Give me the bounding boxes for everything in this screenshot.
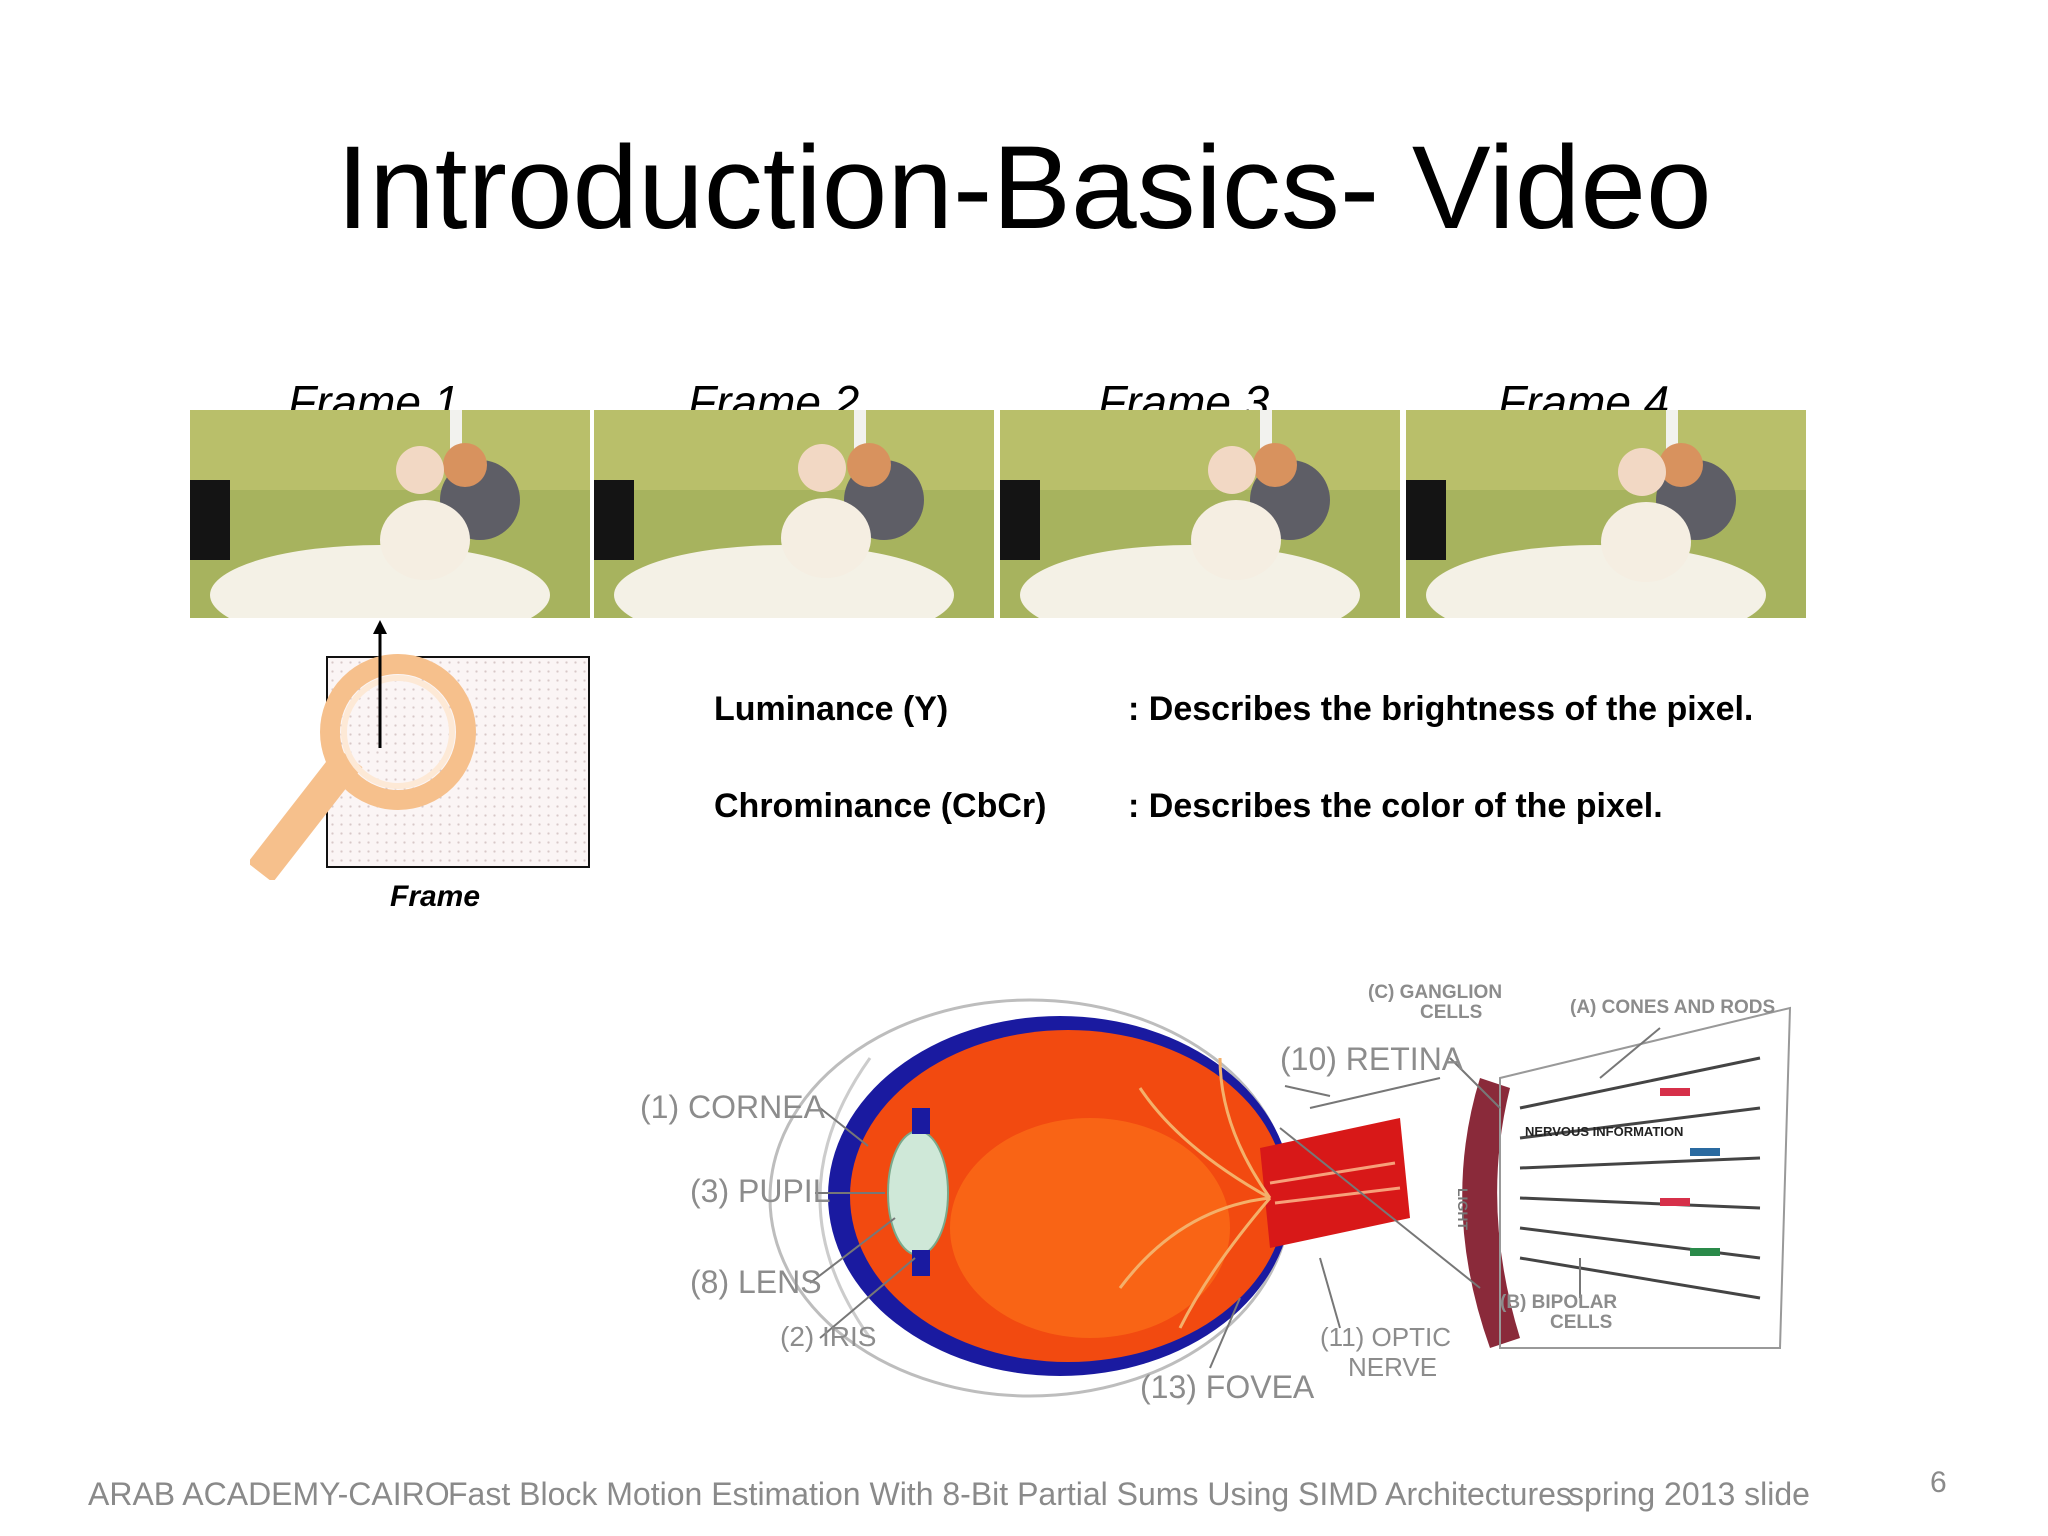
- footer-paper-title: Fast Block Motion Estimation With 8-Bit …: [448, 1476, 1572, 1512]
- optic-nerve-label-1: (11) OPTIC: [1320, 1322, 1451, 1352]
- frame-image-1: [190, 410, 590, 618]
- cornea-label: (1) CORNEA: [640, 1089, 826, 1125]
- bipolar-label-1: (B) BIPOLAR: [1500, 1292, 1617, 1313]
- pupil-label: (3) PUPIL: [690, 1173, 830, 1209]
- chrominance-term: Chrominance (CbCr): [714, 787, 1047, 825]
- frame-image-2: [594, 410, 994, 618]
- iris-label: (2) IRIS: [780, 1321, 876, 1352]
- footer-institution: ARAB ACADEMY-CAIRO: [88, 1476, 450, 1512]
- bipolar-label-2: CELLS: [1550, 1312, 1612, 1333]
- light-label: LIGHT: [1455, 1188, 1471, 1230]
- magnifier-icon: [250, 620, 476, 880]
- frame-image-4: [1406, 410, 1806, 618]
- ganglion-label-2: CELLS: [1420, 1002, 1482, 1023]
- chrominance-description: : Describes the color of the pixel.: [1128, 787, 1663, 825]
- luminance-term: Luminance (Y): [714, 690, 949, 728]
- optic-nerve-label-2: NERVE: [1348, 1352, 1437, 1382]
- fovea-label: (13) FOVEA: [1140, 1369, 1315, 1405]
- slide-number: 6: [1930, 1466, 1947, 1499]
- retina-label: (10) RETINA: [1280, 1041, 1464, 1077]
- lens-label: (8) LENS: [690, 1264, 822, 1300]
- slide-title: Introduction-Basics- Video: [336, 122, 1712, 254]
- cones-rods-label: (A) CONES AND RODS: [1570, 997, 1775, 1018]
- nervous-information-label: NERVOUS INFORMATION: [1525, 1124, 1683, 1139]
- footer-term: spring 2013 slide: [1568, 1476, 1810, 1512]
- optic-nerve-shape: [1260, 1118, 1410, 1248]
- ganglion-label-1: (C) GANGLION: [1368, 982, 1502, 1003]
- lens-shape: [887, 1130, 949, 1256]
- frame-image-3: [1000, 410, 1400, 618]
- luminance-description: : Describes the brightness of the pixel.: [1128, 690, 1754, 728]
- frame-caption: Frame: [390, 880, 481, 913]
- eye-anatomy-diagram: (1) CORNEA (3) PUPIL (8) LENS (2) IRIS (…: [640, 982, 1792, 1405]
